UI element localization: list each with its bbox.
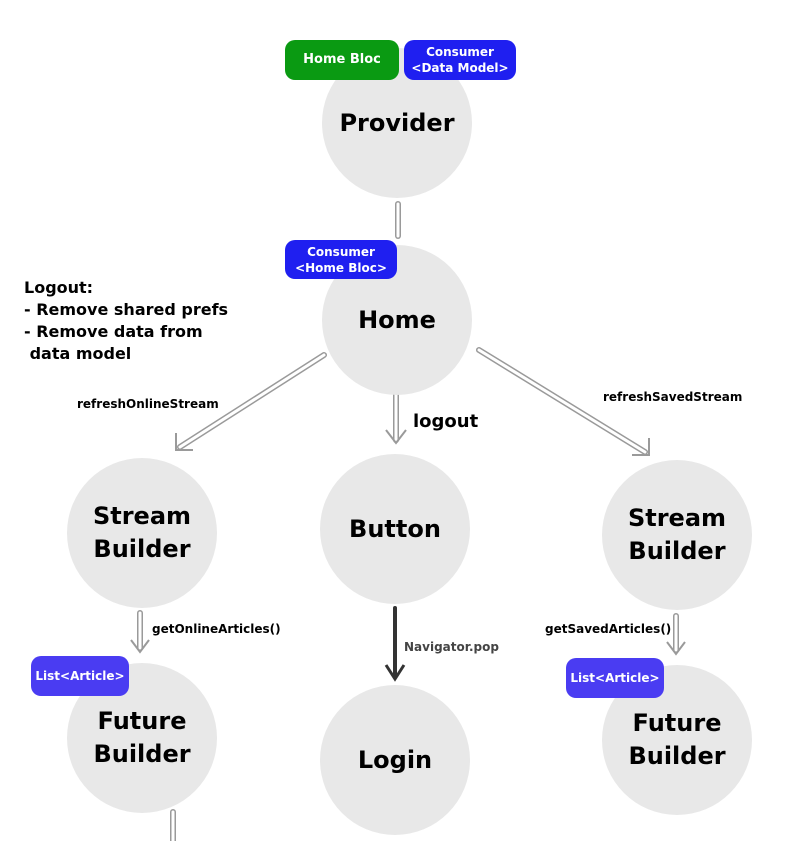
- node-future-builder-right-label: Future Builder: [628, 709, 726, 770]
- node-stream-builder-left-label: Stream Builder: [92, 502, 192, 563]
- label-navigator-pop: Navigator.pop: [404, 640, 499, 654]
- node-stream-builder-left: Stream Builder: [67, 458, 217, 608]
- label-get-online-articles: getOnlineArticles(): [152, 622, 281, 636]
- label-get-saved-articles: getSavedArticles(): [545, 622, 672, 636]
- node-stream-builder-right: Stream Builder: [602, 460, 752, 610]
- label-logout: logout: [413, 411, 479, 432]
- edge-home-stream-left: [175, 352, 327, 451]
- node-login-label: Login: [357, 745, 433, 774]
- node-future-builder-left-label: Future Builder: [93, 707, 191, 768]
- badge-list-article-left: List<Article>: [31, 656, 129, 696]
- node-button: Button: [320, 454, 470, 604]
- edge-stream-left-future-left: [130, 610, 150, 654]
- edge-stream-right-future-right: [666, 613, 686, 656]
- edge-home-button: [385, 389, 407, 445]
- node-button-label: Button: [349, 514, 441, 543]
- node-login: Login: [320, 685, 470, 835]
- edge-button-login: [384, 606, 406, 682]
- label-refresh-online-stream: refreshOnlineStream: [77, 397, 219, 411]
- node-provider-label: Provider: [339, 108, 455, 137]
- badge-list-article-right: List<Article>: [566, 658, 664, 698]
- badge-consumer-data-model: Consumer <Data Model>: [404, 40, 516, 80]
- node-home-label: Home: [358, 305, 436, 334]
- node-stream-builder-right-label: Stream Builder: [627, 504, 727, 565]
- badge-consumer-home-bloc: Consumer <Home Bloc>: [285, 240, 397, 279]
- logout-note: Logout: - Remove shared prefs - Remove d…: [24, 278, 229, 363]
- badge-home-bloc: Home Bloc: [285, 40, 399, 80]
- label-refresh-saved-stream: refreshSavedStream: [603, 390, 743, 404]
- edge-home-stream-right: [476, 347, 650, 456]
